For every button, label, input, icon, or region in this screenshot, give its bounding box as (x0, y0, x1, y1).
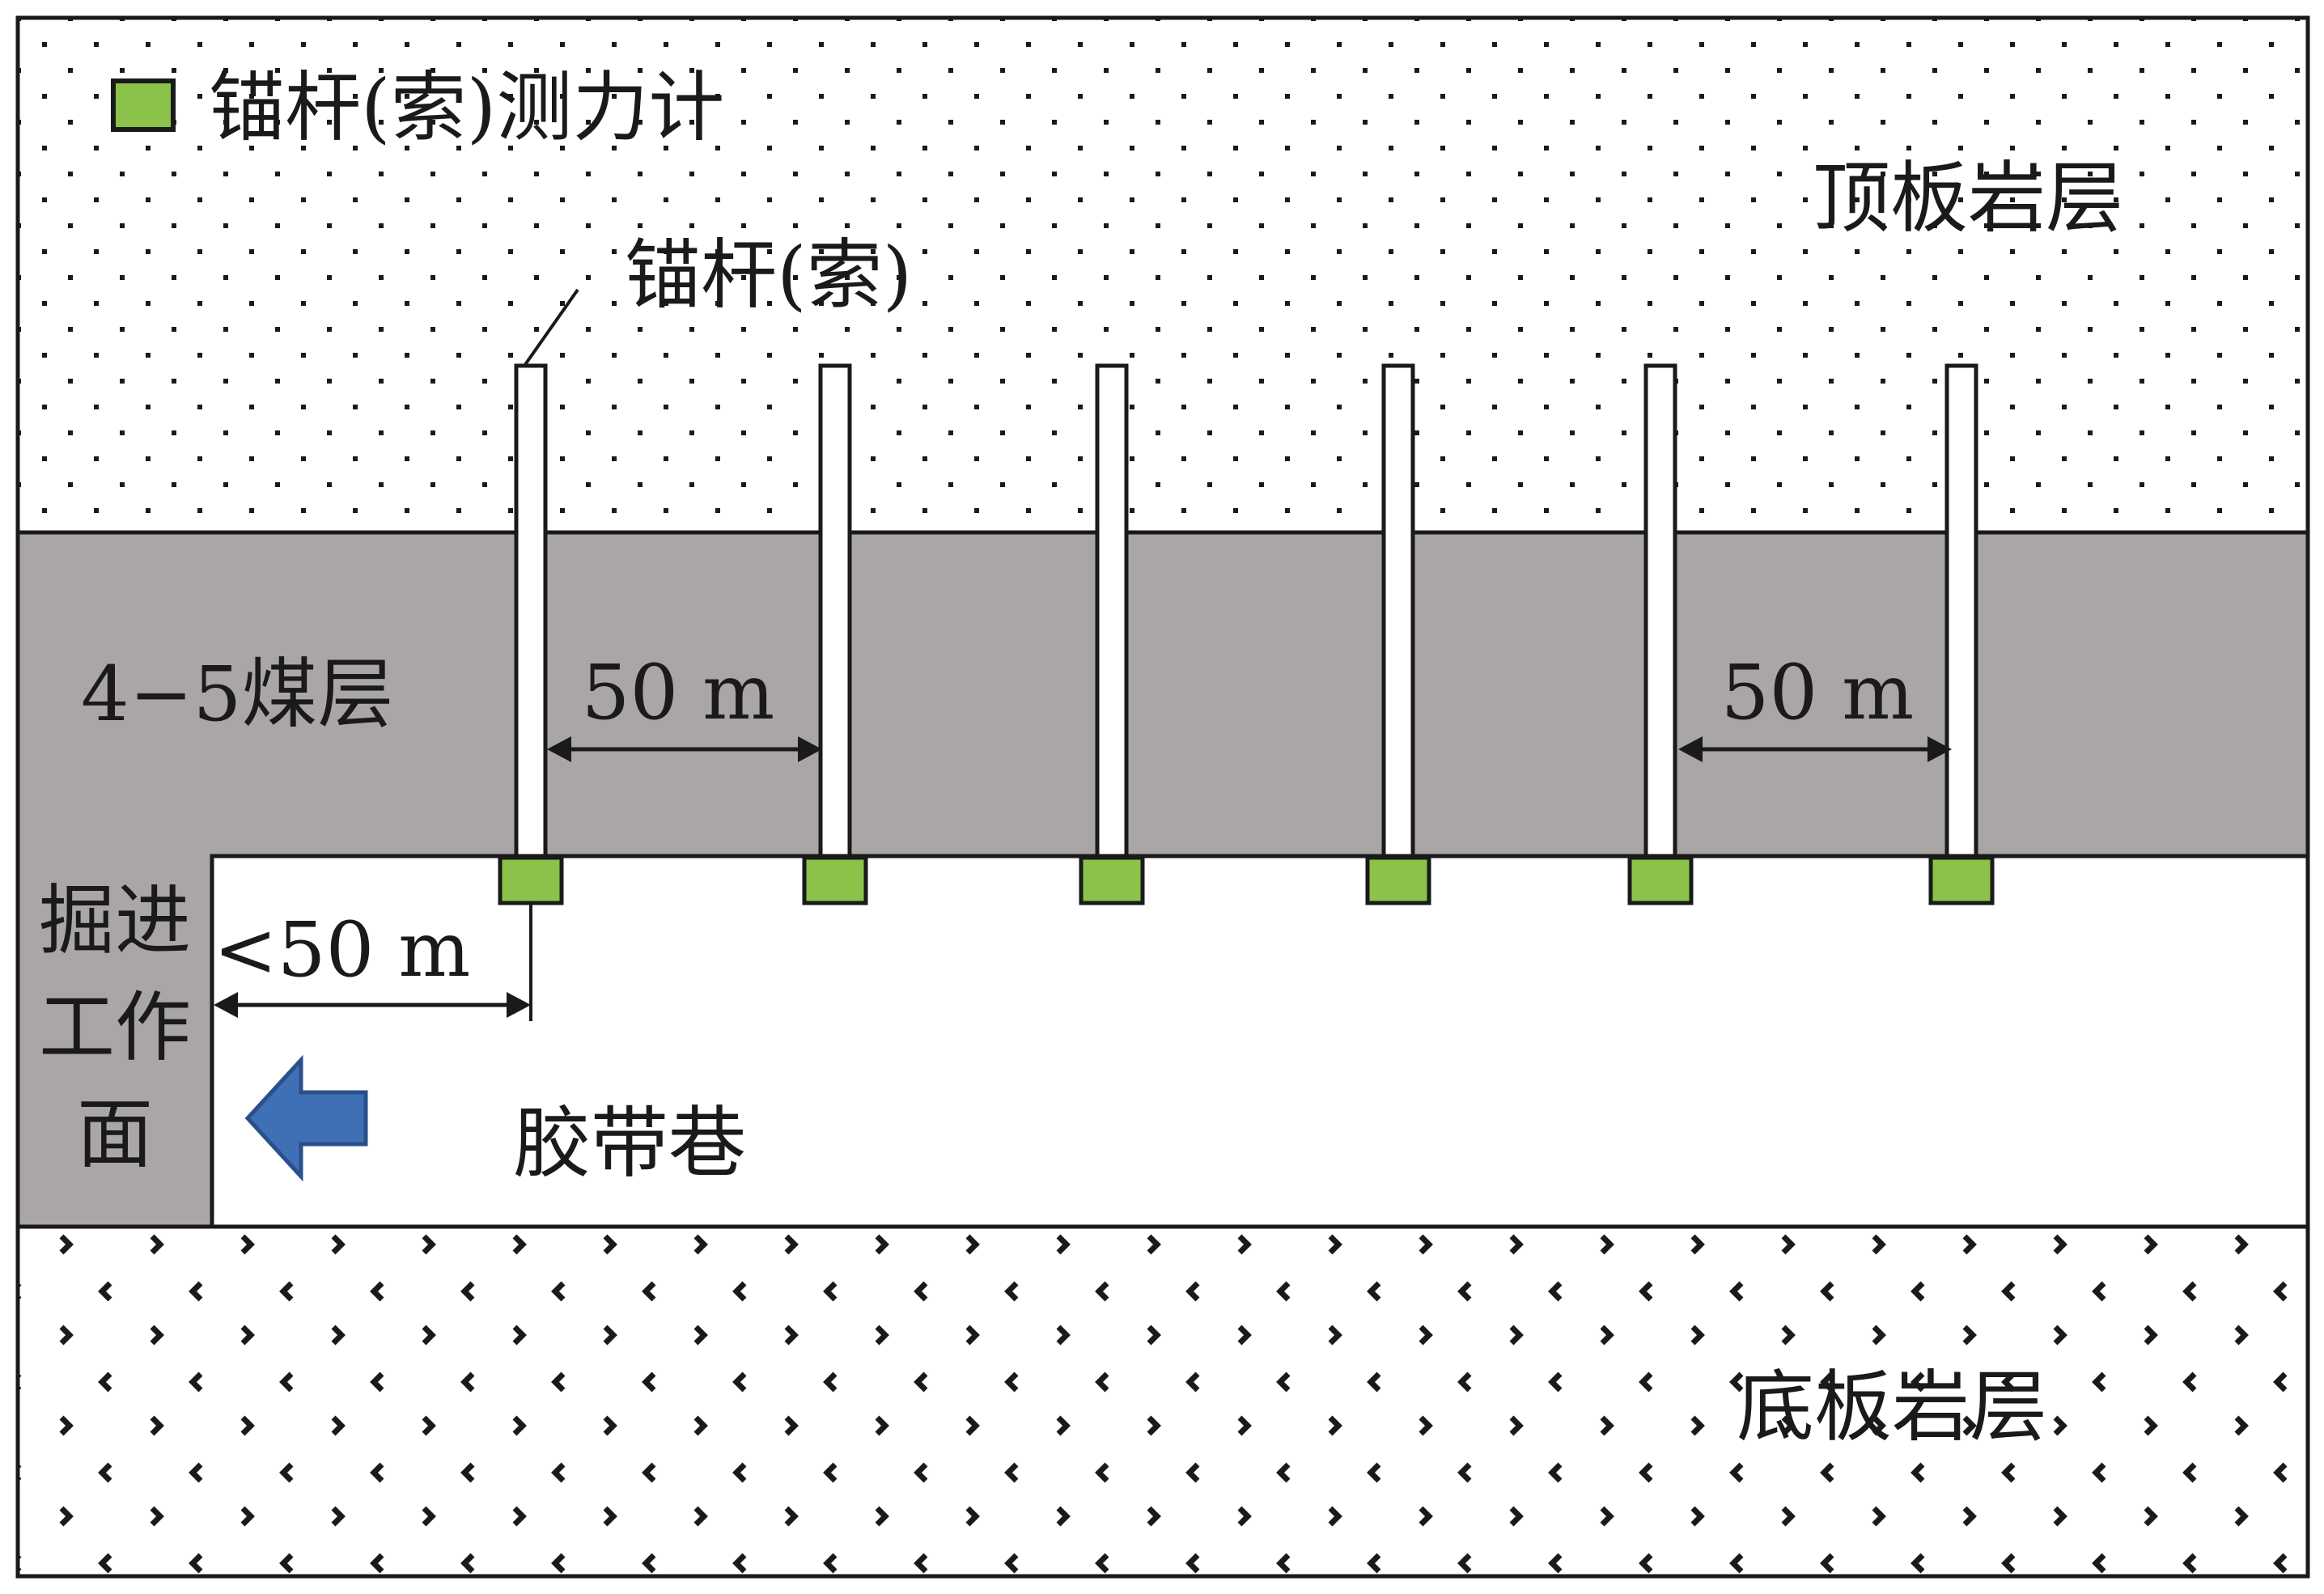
anchor-bolt (1381, 363, 1415, 858)
bolt-callout: 锚杆(索) (523, 231, 912, 367)
left-arrow-icon (244, 1054, 368, 1182)
heading-face-line-2: 工作 (39, 984, 191, 1072)
load-cell-icon (802, 855, 868, 905)
anchor-bolt (1095, 363, 1129, 858)
belt-roadway (212, 856, 2308, 1227)
anchor-bolt (1944, 363, 1978, 858)
load-cell-icon (1928, 855, 1995, 905)
legend-label: 锚杆(索)测力计 (209, 64, 724, 152)
face-distance-label: <50 m (214, 906, 470, 994)
face-distance-dimension: <50 m (214, 903, 532, 1021)
belt-roadway-label: 胶带巷 (513, 1098, 746, 1189)
spacing-left-label: 50 m (582, 649, 775, 737)
coal-seam (18, 532, 2308, 1227)
load-cell-icon (1079, 855, 1145, 905)
anchor-bolt (1643, 363, 1677, 858)
green-square-icon (111, 78, 176, 132)
spacing-dimension-right: 50 m (1678, 649, 1952, 762)
strata-boundaries (15, 15, 2310, 1579)
load-cell-icon (1365, 855, 1431, 905)
anchor-bolt (818, 363, 852, 858)
load-cell-icon (498, 855, 564, 905)
heading-face-line-3: 面 (77, 1091, 153, 1179)
heading-face-label: 掘进 工作 面 (39, 877, 191, 1179)
roof-strata (18, 18, 2308, 532)
anchor-bolt (514, 363, 548, 858)
load-cell-icon (1627, 855, 1694, 905)
heading-face-line-1: 掘进 (39, 877, 191, 965)
legend: 锚杆(索)测力计 (111, 64, 724, 152)
floor-strata (18, 1227, 2308, 1576)
bolt-group (498, 363, 1995, 905)
floor-strata-label: 底板岩层 (1737, 1362, 2047, 1452)
roof-strata-label: 顶板岩层 (1813, 153, 2123, 244)
coal-seam-label: 4−5煤层 (81, 651, 393, 739)
spacing-dimension-left: 50 m (547, 649, 822, 762)
bolt-callout-label: 锚杆(索) (625, 231, 912, 320)
spacing-right-label: 50 m (1721, 649, 1915, 737)
